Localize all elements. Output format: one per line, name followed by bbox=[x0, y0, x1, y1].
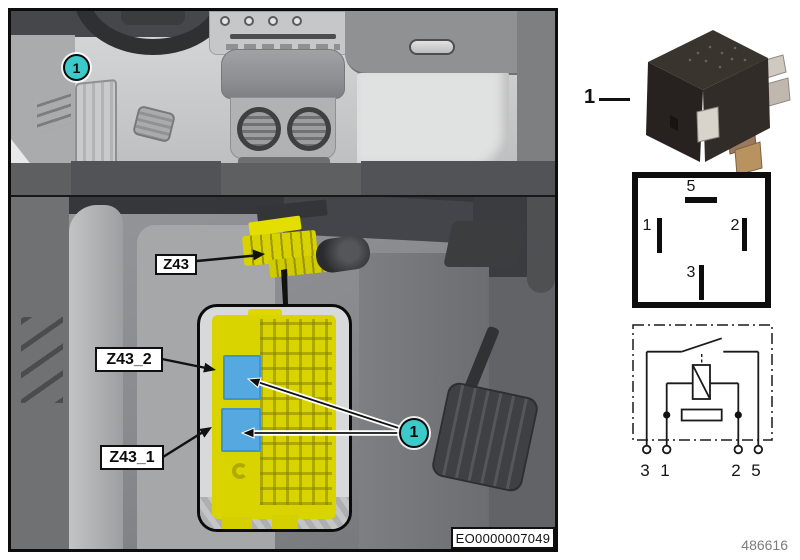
magnified-inset bbox=[197, 304, 352, 532]
pin-label-5: 5 bbox=[686, 178, 696, 195]
center-armrest bbox=[221, 49, 345, 99]
brake-pedal bbox=[131, 104, 177, 144]
pin-slot-2 bbox=[742, 218, 747, 251]
item-leader-line bbox=[599, 98, 630, 101]
interior-overview-photo: 1 bbox=[11, 11, 555, 195]
rear-air-vent-left bbox=[237, 107, 281, 151]
label-z43-2[interactable]: Z43_2 bbox=[95, 347, 163, 372]
pin-assignment-diagram: 5 1 2 3 bbox=[632, 172, 771, 308]
pin-label-1: 1 bbox=[642, 217, 652, 234]
relay-item-number[interactable]: 1 bbox=[584, 86, 596, 108]
pin-label-2: 2 bbox=[730, 217, 740, 234]
door-sill bbox=[69, 205, 123, 549]
accelerator-pedal bbox=[430, 380, 540, 494]
document-number: 486616 bbox=[741, 537, 788, 553]
callout-1-detail[interactable]: 1 bbox=[399, 418, 429, 448]
label-z43[interactable]: Z43 bbox=[155, 254, 197, 275]
glovebox-handle bbox=[409, 39, 455, 55]
relay-z43-2[interactable] bbox=[223, 355, 261, 400]
relay-photo-illustration bbox=[646, 30, 791, 175]
vehicle-photo-panel: 1 bbox=[8, 8, 558, 552]
wiring-harness bbox=[527, 197, 555, 293]
center-stack-radio bbox=[209, 11, 357, 55]
carrier-cutout bbox=[232, 463, 248, 479]
relay-circuit-schematic bbox=[632, 324, 773, 455]
terminal-label-3: 3 bbox=[640, 461, 650, 480]
rear-air-vent-right bbox=[287, 107, 331, 151]
relay-z43-1[interactable] bbox=[221, 408, 261, 452]
pedal-rubber-stop bbox=[443, 221, 527, 267]
passenger-kick-panel bbox=[357, 73, 509, 173]
floor-mat-right bbox=[361, 161, 555, 195]
callout-1-overview[interactable]: 1 bbox=[63, 54, 90, 81]
label-z43-1[interactable]: Z43_1 bbox=[100, 445, 164, 470]
carrier-foot-right bbox=[272, 515, 298, 529]
radio-knobs bbox=[220, 16, 346, 26]
underdash-detail-photo: Z43 Z43_2 Z43_1 bbox=[11, 195, 555, 549]
terminal-label-1: 1 bbox=[660, 461, 670, 480]
terminal-label-5: 5 bbox=[751, 461, 761, 480]
cd-slot bbox=[230, 34, 336, 39]
trim-vent-slots bbox=[21, 317, 63, 403]
rear-console-face bbox=[230, 97, 336, 159]
carrier-foot-left bbox=[222, 517, 252, 529]
pin-label-3: 3 bbox=[686, 264, 696, 281]
floor-mat-left bbox=[71, 161, 221, 195]
pin-slot-1 bbox=[657, 218, 662, 253]
fuse-slots bbox=[260, 319, 332, 505]
image-code-plate: EO0000007049 bbox=[451, 527, 555, 549]
radio-buttons bbox=[226, 44, 340, 50]
steering-column bbox=[121, 11, 185, 25]
pin-slot-3 bbox=[699, 265, 704, 300]
terminal-label-2: 2 bbox=[731, 461, 741, 480]
pin-slot-5 bbox=[685, 197, 717, 203]
